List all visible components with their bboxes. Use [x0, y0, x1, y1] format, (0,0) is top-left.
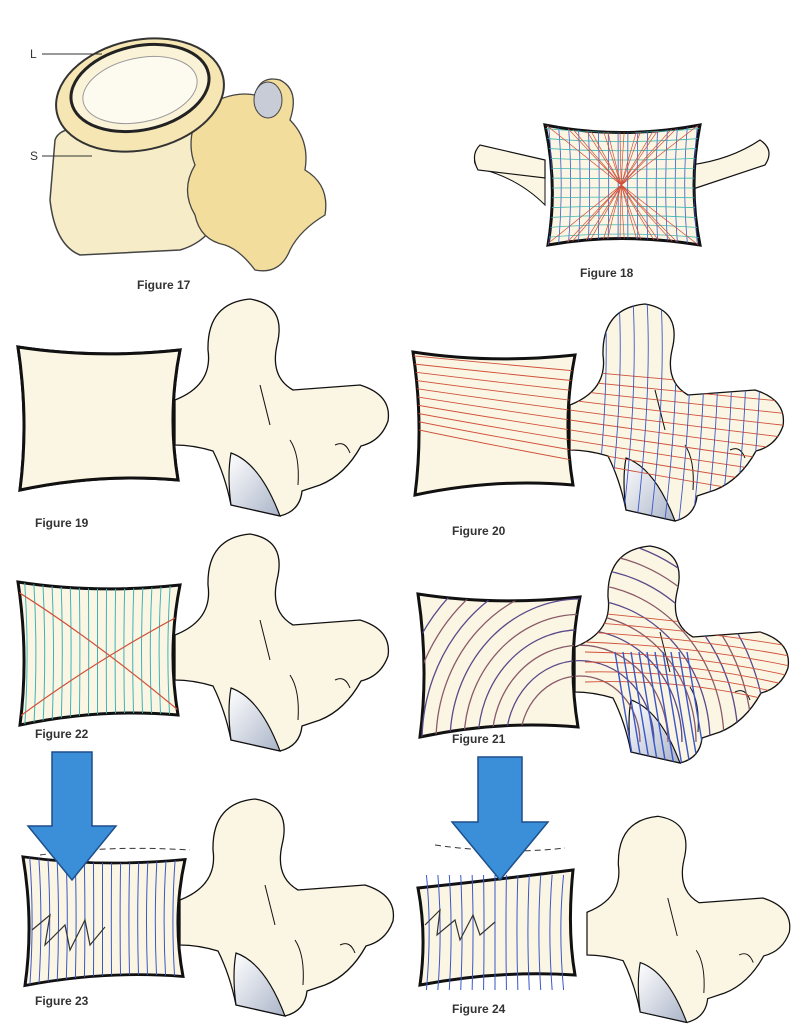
trabecular-line: [60, 582, 63, 725]
figure-20-vertebra: [411, 303, 785, 522]
trabecular-line: [549, 874, 553, 991]
trabecular-line: [413, 378, 575, 427]
trabecular-line: [437, 874, 441, 991]
caption-figure-21: Figure 21: [452, 732, 506, 746]
caption-figure-23: Figure 23: [35, 994, 89, 1008]
trabecular-line: [51, 582, 54, 725]
trabecular-line: [413, 370, 575, 415]
trabecular-line: [570, 386, 784, 439]
trabecular-line: [37, 856, 42, 986]
trabecular-line: [570, 394, 784, 451]
trabecular-line: [421, 594, 580, 737]
trabecular-line: [650, 304, 663, 521]
trabecular-line: [662, 651, 684, 763]
trabecular-line: [449, 598, 580, 737]
trabecular-line: [418, 594, 580, 737]
trabecular-line: [622, 304, 635, 521]
figure-18-vertebra-front: [473, 123, 770, 247]
caption-figure-19: Figure 19: [35, 516, 89, 530]
trabecular-line: [463, 613, 580, 737]
trabecular-line: [570, 410, 784, 475]
caption-figure-22: Figure 22: [35, 727, 89, 741]
trabecular-line: [413, 386, 575, 439]
trabecular-line: [545, 233, 700, 239]
trabecular-line: [413, 362, 575, 403]
trabecular-line: [413, 354, 575, 391]
trabecular-line: [42, 582, 46, 725]
caption-figure-17: Figure 17: [137, 278, 191, 292]
trabecular-line: [448, 874, 452, 991]
trabecular-line: [491, 644, 580, 737]
trabecular-line: [23, 582, 28, 725]
figure-24-vertebra-compressed: [416, 815, 791, 1024]
trabecular-line: [28, 856, 33, 986]
trabecular-line: [435, 594, 580, 737]
trabecular-line: [477, 629, 580, 737]
figure-17-vertebra-3d: [42, 37, 327, 272]
figure-22-vertebra: [16, 533, 390, 752]
figure-19-vertebra: [16, 298, 390, 517]
trabecular-line: [584, 641, 789, 668]
figure-24-arrow: [450, 756, 550, 882]
trabecular-line: [545, 196, 700, 199]
trabecular-line: [413, 394, 575, 451]
trabecular-line: [460, 874, 463, 991]
label-S: S: [30, 149, 39, 163]
trabecular-line: [564, 125, 681, 245]
trabecular-line: [570, 402, 784, 463]
trabecular-line: [505, 660, 580, 737]
figure-23-arrow: [26, 751, 118, 882]
trabecular-line: [545, 147, 700, 152]
trabecular-line: [425, 874, 430, 991]
trabecular-line: [56, 856, 59, 986]
caption-figure-24: Figure 24: [452, 1002, 506, 1016]
trabecular-line: [47, 856, 51, 986]
trabecular-line: [584, 661, 789, 688]
trabecular-line: [584, 631, 789, 658]
trabecular-line: [575, 660, 655, 743]
trabecular-line: [636, 304, 649, 521]
trabecular-line: [560, 874, 565, 991]
trabecular-line: [413, 402, 575, 463]
trabecular-line: [577, 125, 581, 245]
trabecular-line: [646, 125, 649, 245]
trabecular-line: [545, 137, 700, 142]
trabecular-line: [655, 125, 659, 245]
trabecular-line: [545, 224, 700, 229]
trabecular-line: [636, 125, 639, 245]
trabecular-line: [670, 651, 692, 763]
trabecular-line: [557, 125, 562, 245]
trabecular-line: [471, 874, 474, 991]
trabecular-line: [646, 651, 668, 763]
trabecular-line: [413, 410, 575, 475]
trabecular-line: [654, 651, 676, 763]
label-L: L: [30, 47, 37, 61]
trabecular-line: [538, 874, 542, 991]
trabecular-line: [18, 589, 180, 721]
trabecular-line: [516, 874, 519, 991]
trabecular-line: [597, 125, 600, 245]
trabecular-line: [575, 644, 669, 743]
trabecular-line: [32, 582, 37, 725]
trabecular-line: [519, 675, 580, 737]
trabecular-line: [527, 874, 530, 991]
trabecular-line: [584, 651, 789, 678]
trabecular-line: [69, 582, 72, 725]
trabecular-line: [575, 546, 767, 743]
trabecular-line: [545, 215, 700, 219]
trabecular-line: [413, 426, 575, 495]
trabecular-line: [545, 177, 700, 179]
caption-figure-18: Figure 18: [580, 266, 634, 280]
trabecular-line: [413, 418, 575, 487]
trabecular-line: [18, 609, 180, 721]
caption-figure-20: Figure 20: [452, 524, 506, 538]
